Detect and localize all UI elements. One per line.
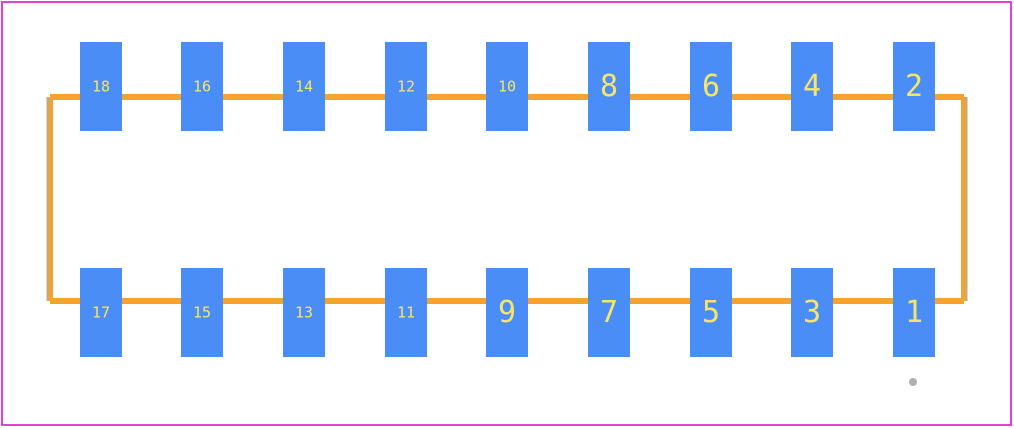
pad-label-9: 9 bbox=[498, 295, 516, 330]
pad-13 bbox=[283, 268, 325, 357]
pad-18 bbox=[80, 42, 122, 131]
courtyard bbox=[46, 97, 968, 301]
pad-label-14: 14 bbox=[295, 78, 313, 96]
pad-row-top: 18 16 14 12 10 8 6 4 2 bbox=[80, 42, 935, 131]
pad-label-5: 5 bbox=[702, 295, 720, 330]
pad-9 bbox=[486, 268, 528, 357]
pad-2 bbox=[893, 42, 935, 131]
pad-label-4: 4 bbox=[803, 69, 821, 104]
pad-15 bbox=[181, 268, 223, 357]
pad-12 bbox=[385, 42, 427, 131]
pad-label-15: 15 bbox=[193, 304, 211, 322]
pad-1 bbox=[893, 268, 935, 357]
pad-8 bbox=[588, 42, 630, 131]
pad-label-13: 13 bbox=[295, 304, 313, 322]
pad-7 bbox=[588, 268, 630, 357]
pad-label-10: 10 bbox=[498, 78, 516, 96]
origin-marker bbox=[909, 378, 917, 386]
pad-label-6: 6 bbox=[702, 69, 720, 104]
pad-label-11: 11 bbox=[397, 304, 415, 322]
pad-3 bbox=[791, 268, 833, 357]
pad-label-1: 1 bbox=[905, 295, 923, 330]
pad-6 bbox=[690, 42, 732, 131]
pad-4 bbox=[791, 42, 833, 131]
pad-label-17: 17 bbox=[92, 304, 110, 322]
pad-5 bbox=[690, 268, 732, 357]
pad-label-8: 8 bbox=[600, 69, 618, 104]
pad-17 bbox=[80, 268, 122, 357]
pad-label-7: 7 bbox=[600, 295, 618, 330]
pad-label-3: 3 bbox=[803, 295, 821, 330]
pad-label-12: 12 bbox=[397, 78, 415, 96]
pad-11 bbox=[385, 268, 427, 357]
pad-14 bbox=[283, 42, 325, 131]
pad-16 bbox=[181, 42, 223, 131]
pad-10 bbox=[486, 42, 528, 131]
pad-label-16: 16 bbox=[193, 78, 211, 96]
pad-label-2: 2 bbox=[905, 69, 923, 104]
pad-label-18: 18 bbox=[92, 78, 110, 96]
pad-row-bottom: 17 15 13 11 9 7 5 3 1 bbox=[80, 268, 935, 357]
